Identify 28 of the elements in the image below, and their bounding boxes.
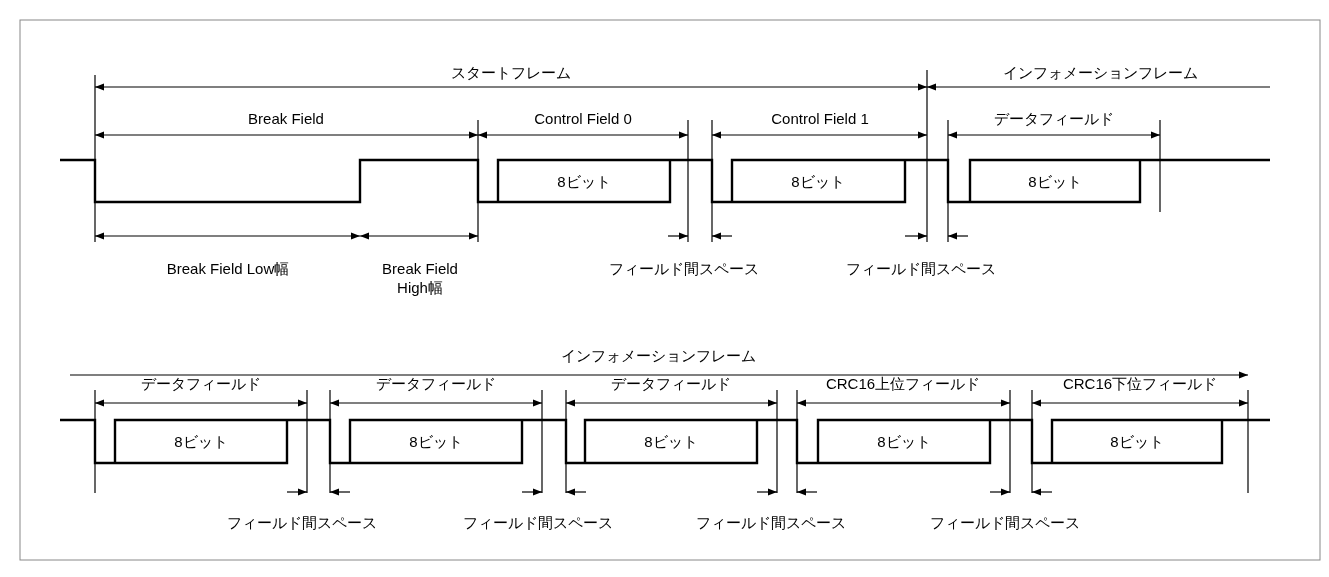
bit-count-label: 8ビット [877,431,931,451]
space-label: フィールド間スペース [463,512,613,532]
space-label: フィールド間スペース [846,258,996,278]
width-label: Break Field High幅 [381,259,459,297]
width-label: Break Field Low幅 [166,258,290,278]
bit-count-label: 8ビット [557,171,611,191]
bit-count-label: 8ビット [1110,431,1164,451]
frame-label: インフォメーションフレーム [560,345,756,365]
space-label: フィールド間スペース [930,512,1080,532]
field-label: データフィールド [376,373,496,393]
space-label: フィールド間スペース [696,512,846,532]
bit-count-label: 8ビット [1028,171,1082,191]
bit-count-label: 8ビット [174,431,228,451]
space-label: フィールド間スペース [609,258,759,278]
frame-label: スタートフレーム [451,62,571,82]
field-label: データフィールド [141,373,261,393]
field-label: Control Field 1 [771,108,869,128]
frame-label: インフォメーションフレーム [1002,62,1198,82]
field-label: CRC16下位フィールド [1062,373,1218,393]
field-label: データフィールド [994,108,1114,128]
field-label: Break Field [248,108,324,128]
bit-count-label: 8ビット [409,431,463,451]
field-label: CRC16上位フィールド [825,373,981,393]
bit-count-label: 8ビット [644,431,698,451]
field-label: Control Field 0 [534,108,632,128]
space-label: フィールド間スペース [227,512,377,532]
bit-count-label: 8ビット [791,171,845,191]
field-label: データフィールド [611,373,731,393]
